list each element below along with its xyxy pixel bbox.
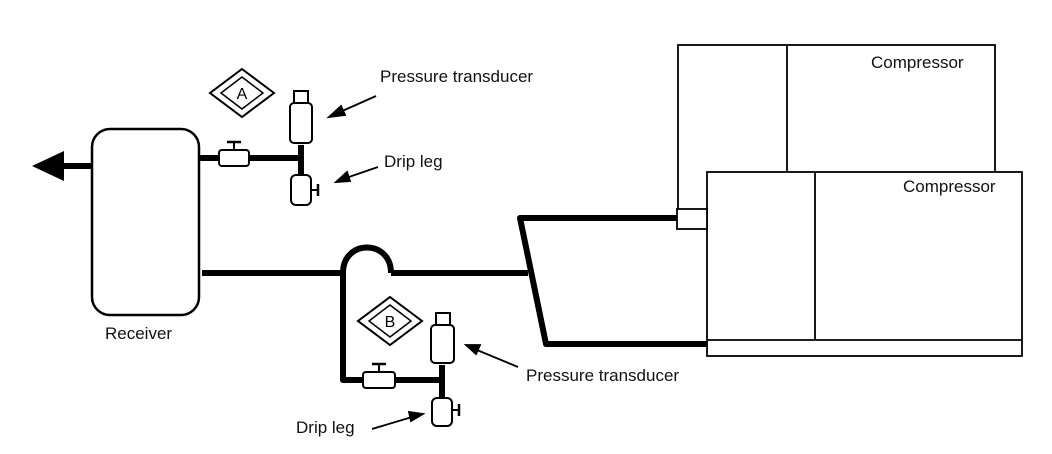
outlet-arrow — [32, 151, 92, 181]
drip-leg-b-label: Drip leg — [296, 418, 355, 437]
leader-arrows — [326, 95, 519, 430]
valve-a — [218, 140, 250, 167]
compressor-outlet-stub — [676, 208, 708, 230]
drip-leg-a — [290, 174, 320, 206]
branch-a-piping — [199, 145, 304, 175]
compressor-back-label: Compressor — [871, 53, 964, 72]
marker-b-letter: B — [385, 314, 396, 331]
gooseneck-loop — [340, 244, 394, 274]
drip-leg-b — [431, 397, 461, 427]
main-piping — [202, 215, 707, 400]
pressure-transducer-b — [430, 312, 455, 364]
drip-leg-a-label: Drip leg — [384, 152, 443, 171]
compressor-front — [706, 171, 1023, 357]
pressure-transducer-b-label: Pressure transducer — [526, 366, 680, 385]
compressor-front-label: Compressor — [903, 177, 996, 196]
marker-a-diamond: A — [208, 67, 276, 119]
marker-b-diamond: B — [356, 295, 424, 347]
marker-a-letter: A — [237, 86, 248, 103]
pressure-transducer-a-label: Pressure transducer — [380, 67, 534, 86]
receiver-label: Receiver — [105, 324, 173, 343]
receiver-tank — [90, 127, 201, 317]
pressure-transducer-a — [289, 90, 313, 144]
valve-b — [362, 362, 396, 389]
